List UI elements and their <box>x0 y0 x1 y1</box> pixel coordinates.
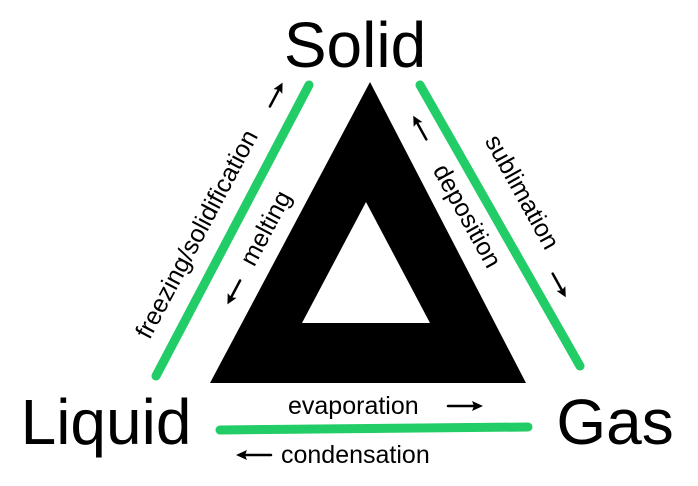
state-label-gas: Gas <box>556 386 673 458</box>
state-label-liquid: Liquid <box>21 386 192 458</box>
deposition-arrow <box>413 115 428 141</box>
evaporation-arrow <box>446 401 483 411</box>
solid-gas-band <box>415 80 585 371</box>
liquid-gas-band <box>215 422 533 435</box>
sublimation-arrow <box>551 272 566 298</box>
condensation-label: condensation <box>281 441 430 469</box>
freezing-arrow <box>268 82 283 108</box>
freezing-label: freezing/solidification <box>130 125 264 343</box>
melting-arrow <box>227 279 242 305</box>
central-triangle <box>210 82 526 383</box>
evaporation-label: evaporation <box>288 392 419 420</box>
solid-liquid-band <box>151 80 314 381</box>
state-label-solid: Solid <box>284 9 426 81</box>
condensation-arrow <box>236 450 273 460</box>
